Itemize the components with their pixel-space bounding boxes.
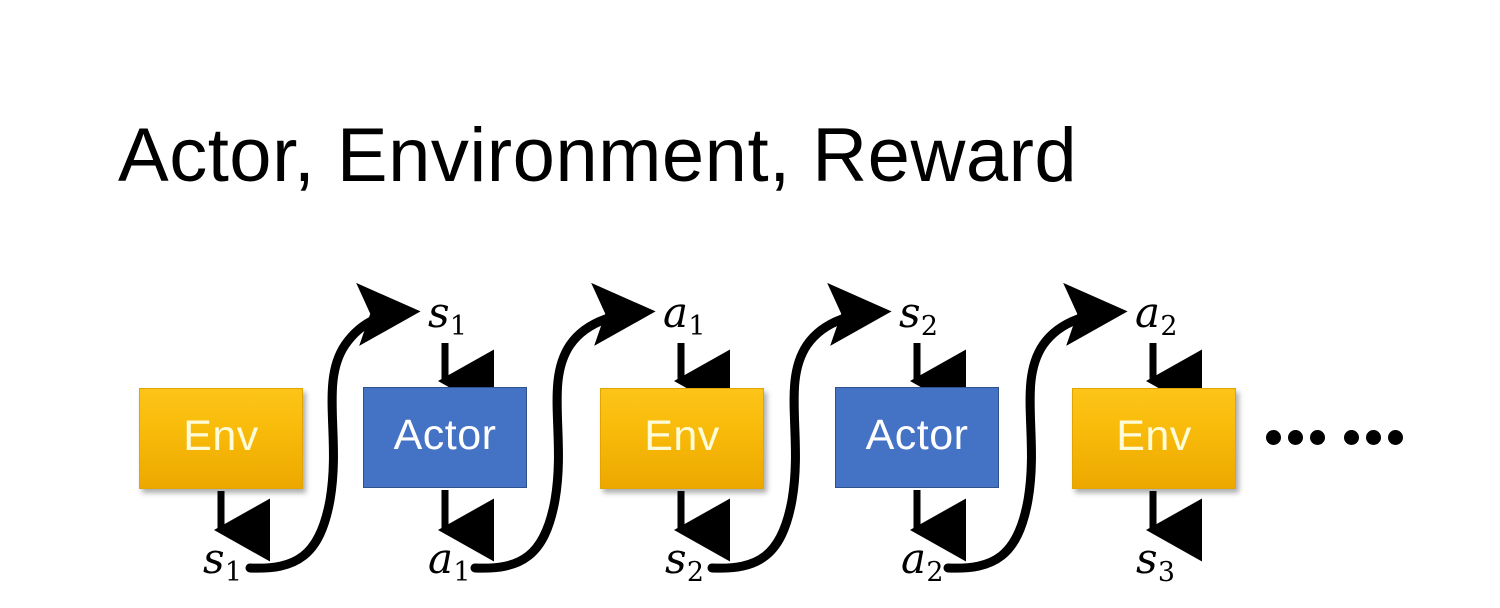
state-label-s1-bottom: s1 (203, 534, 242, 589)
node-label: Env (644, 412, 720, 460)
ellipsis-dot (1388, 430, 1403, 445)
ellipsis-dot (1310, 430, 1325, 445)
state-label-s1-top: s1 (428, 288, 467, 343)
ellipsis-gap (1332, 437, 1337, 438)
page-title: Actor, Environment, Reward (118, 113, 1078, 198)
action-label-a2-top: a2 (1135, 288, 1178, 343)
ellipsis-icon (1266, 430, 1403, 445)
state-label-s2-bottom: s2 (665, 534, 704, 589)
arrow-group-label-to-box (438, 343, 1202, 413)
action-label-a1-top: a1 (663, 288, 706, 343)
action-label-a1-bottom: a1 (428, 534, 471, 589)
node-label: Env (1116, 412, 1192, 460)
node-label: Actor (393, 411, 497, 459)
ellipsis-dot (1266, 430, 1281, 445)
ellipsis-dot (1288, 430, 1303, 445)
node-env-2[interactable]: Env (600, 388, 764, 489)
arrow-group-box-to-label (214, 490, 1202, 562)
ellipsis-dot (1366, 430, 1381, 445)
state-label-s2-top: s2 (899, 288, 938, 343)
node-env-1[interactable]: Env (139, 388, 303, 489)
node-env-3[interactable]: Env (1072, 388, 1236, 489)
node-label: Actor (865, 411, 969, 459)
ellipsis-dot (1344, 430, 1359, 445)
node-actor-2[interactable]: Actor (835, 387, 999, 488)
action-label-a2-bottom: a2 (901, 534, 944, 589)
node-label: Env (183, 412, 259, 460)
state-label-s3-bottom: s3 (1136, 534, 1175, 589)
node-actor-1[interactable]: Actor (363, 387, 527, 488)
